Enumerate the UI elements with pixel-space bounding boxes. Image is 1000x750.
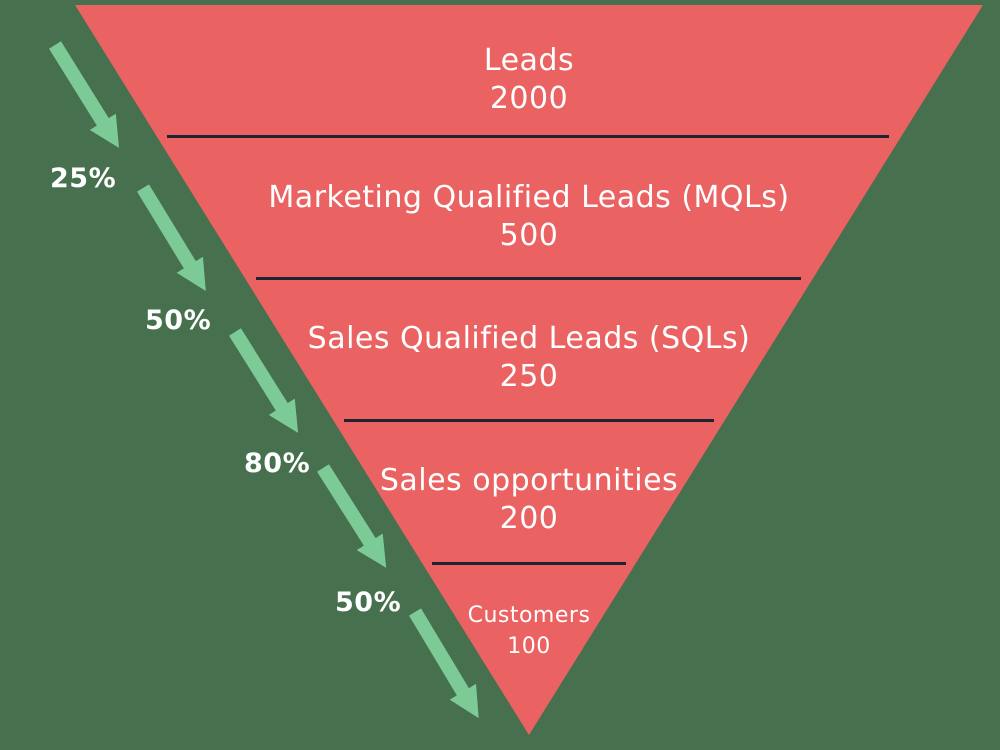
stage-divider bbox=[344, 419, 714, 422]
stage-label: Customers bbox=[467, 603, 591, 628]
down-right-arrow-icon bbox=[137, 184, 206, 292]
stage-value: 250 bbox=[499, 359, 559, 394]
stage-divider bbox=[432, 562, 626, 565]
conversion-rate-label: 80% bbox=[244, 448, 311, 479]
stage-label: Sales Qualified Leads (SQLs) bbox=[307, 321, 751, 356]
stage-label: Leads bbox=[483, 43, 575, 78]
funnel-stage-mqls: Marketing Qualified Leads (MQLs) 500 bbox=[229, 179, 829, 255]
conversion-rate-label: 25% bbox=[50, 163, 117, 194]
stage-value: 2000 bbox=[489, 81, 569, 116]
stage-label: Marketing Qualified Leads (MQLs) bbox=[268, 180, 790, 215]
conversion-rate-label: 50% bbox=[335, 587, 402, 618]
conversion-rate-label: 50% bbox=[145, 305, 212, 336]
stage-value: 100 bbox=[507, 634, 551, 659]
funnel-stage-opportunities: Sales opportunities 200 bbox=[229, 462, 829, 538]
stage-value: 500 bbox=[499, 218, 559, 253]
funnel-stage-sqls: Sales Qualified Leads (SQLs) 250 bbox=[229, 320, 829, 396]
funnel-stage-customers: Customers 100 bbox=[229, 600, 829, 662]
down-right-arrow-icon bbox=[49, 41, 120, 148]
funnel-stage-leads: Leads 2000 bbox=[229, 42, 829, 118]
stage-divider bbox=[167, 135, 889, 138]
down-right-arrow-icon bbox=[317, 464, 387, 568]
stage-value: 200 bbox=[499, 501, 559, 536]
down-right-arrow-icon bbox=[408, 608, 479, 719]
stage-divider bbox=[256, 277, 801, 280]
down-right-arrow-icon bbox=[229, 328, 299, 433]
stage-label: Sales opportunities bbox=[379, 463, 679, 498]
